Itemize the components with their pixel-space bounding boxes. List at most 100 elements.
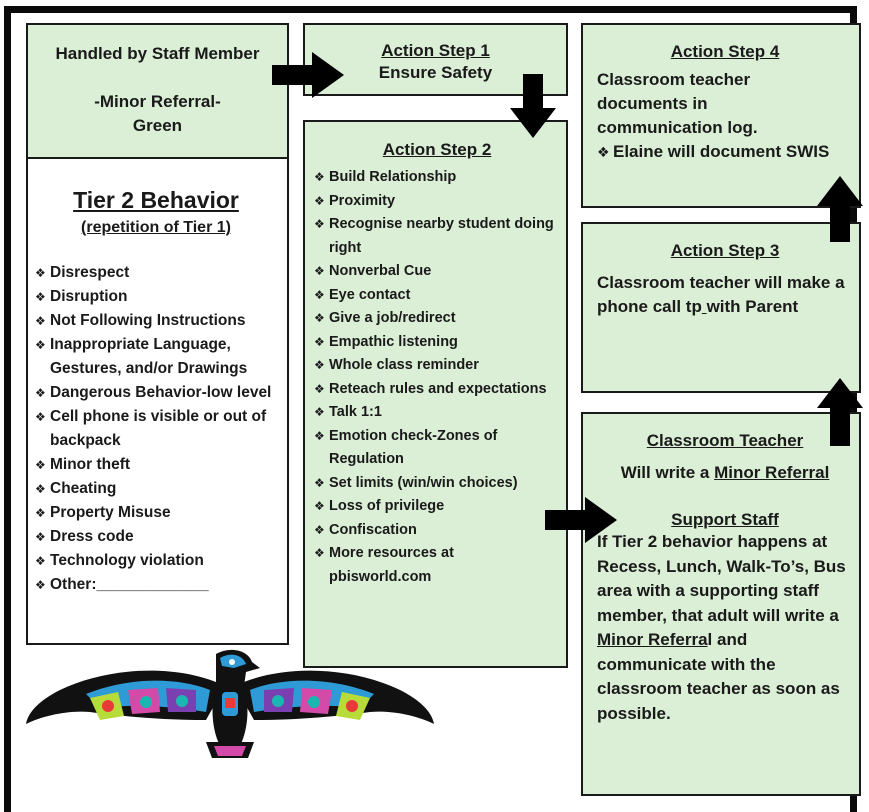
diamond-bullet-icon: ❖ [35,578,46,592]
arrow-down-icon [510,74,556,138]
arrow-up-icon [817,176,863,242]
arrow-right-icon-2 [545,497,617,543]
minor-referra-text: Minor Referra [597,630,708,649]
tier2-item-text: Dangerous Behavior-low level [50,384,272,401]
step4-text: Classroom teacher documents in communica… [597,70,758,137]
diamond-bullet-icon: ❖ [35,530,46,544]
step3-text-b: with Parent [706,297,799,316]
step2-item: ❖ Eye contact [314,284,560,308]
diamond-bullet-icon: ❖ [314,311,325,325]
diamond-bullet-icon: ❖ [35,506,46,520]
step2-item-text: Loss of privilege [329,498,445,514]
step2-item: ❖ Empathic listening [314,331,560,355]
step2-item: ❖ Loss of privilege [314,495,560,519]
staff-member-box: Handled by Staff Member -Minor Referral-… [26,23,289,159]
tier2-item: ❖ Property Misuse [35,501,277,525]
action-step-2-box: Action Step 2 ❖Build Relationship❖Proxim… [303,120,568,668]
teacher-will-write: Will write a Minor Referral [620,463,830,482]
tier2-item: ❖ Dangerous Behavior-low level [35,381,277,405]
diamond-bullet-icon: ❖ [314,428,325,443]
tier2-item: ❖ Disrespect [35,261,277,285]
diamond-bullet-icon: ❖ [35,482,46,496]
tier2-item: ❖ Minor theft [35,453,277,477]
action-step-4-box: Action Step 4 Classroom teacher document… [581,23,861,208]
diamond-bullet-icon: ❖ [314,193,325,208]
step2-item-text: Whole class reminder [329,357,479,373]
tier2-item: ❖ Technology violation [35,549,277,573]
tier2-item: ❖ Cheating [35,477,277,501]
tier2-item-text: Other:_____________ [50,576,209,593]
diamond-bullet-icon: ❖ [314,499,325,513]
diamond-bullet-icon: ❖ [35,338,46,352]
support-staff-title: Support Staff [671,510,779,529]
tier2-item-text: Cheating [50,480,117,497]
diamond-bullet-icon: ❖ [314,522,325,537]
step2-item-text: Confiscation [329,521,417,538]
tier2-item-text: Inappropriate Language, Gestures, and/or… [50,336,248,377]
diamond-bullet-icon: ❖ [35,314,46,328]
step2-item-text: Empathic listening [329,333,458,350]
tier2-item: ❖Dress code [35,525,277,549]
step2-item-text: Nonverbal Cue [329,263,432,279]
diamond-bullet-icon: ❖ [314,405,325,419]
diamond-bullet-icon: ❖ [35,458,46,472]
step2-item: ❖ Emotion check-Zones of Regulation [314,425,560,472]
step2-item-text: Build Relationship [329,169,457,185]
step2-item: ❖Recognise nearby student doing right [314,213,560,260]
step2-item-text: Eye contact [329,286,411,303]
staff-line-1: Handled by Staff Member [55,44,260,63]
tier2-subtitle: (repetition of Tier 1) [81,219,231,236]
tier2-item-text: Minor theft [50,456,131,473]
arrow-up-icon-2 [817,378,863,446]
step2-item: ❖Whole class reminder [314,354,560,378]
action-step-3-box: Action Step 3 Classroom teacher will mak… [581,222,861,393]
tier2-item: ❖ Cell phone is visible or out of backpac… [35,405,277,453]
step2-item-text: Proximity [329,192,396,209]
step2-item: ❖ Build Relationship [314,166,560,190]
step2-item-text: Emotion check-Zones of Regulation [329,427,498,468]
action-step-1-box: Action Step 1 Ensure Safety [303,23,568,96]
tier2-item: ❖ Other:_____________ [35,573,277,597]
diamond-bullet-icon: ❖ [314,334,325,349]
diamond-bullet-icon: ❖ [314,287,325,302]
tier2-item-text: Not Following Instructions [50,312,246,329]
tier2-item: ❖ Inappropriate Language, Gestures, and/o… [35,333,277,381]
step2-item: ❖Give a job/redirect [314,307,560,331]
diamond-bullet-icon: ❖ [597,144,610,160]
step2-item: ❖ Nonverbal Cue [314,260,560,284]
tier2-item-text: Cell phone is visible or out of backpack [50,408,267,449]
step4-title: Action Step 4 [670,42,780,61]
step1-title: Action Step 1 [381,41,490,60]
diamond-bullet-icon: ❖ [35,410,46,424]
tier2-item-text: Technology violation [50,552,204,569]
tier2-item-text: Property Misuse [50,504,171,521]
step3-text: Classroom teacher will make a phone call… [597,271,847,319]
diamond-bullet-icon: ❖ [314,475,325,490]
diamond-bullet-icon: ❖ [314,381,325,396]
arrow-right-icon [272,52,344,98]
step2-item: ❖ Proximity [314,190,560,214]
diamond-bullet-icon: ❖ [314,170,325,184]
diamond-bullet-icon: ❖ [314,546,325,560]
diamond-bullet-icon: ❖ [35,290,46,304]
teacher-title: Classroom Teacher [646,431,804,450]
diamond-bullet-icon: ❖ [314,264,325,278]
step2-item: ❖ Confiscation [314,519,560,543]
diamond-bullet-icon: ❖ [35,266,46,280]
tier2-item-text: Disruption [50,288,128,305]
staff-line-2: -Minor Referral- [94,92,221,111]
diamond-bullet-icon: ❖ [35,386,46,400]
tier2-list: ❖ Disrespect ❖ Disruption ❖ Not Following Ins… [35,261,277,597]
step4-bullet: ❖Elaine will document SWIS [597,140,843,164]
tier2-item-text: Disrespect [50,264,130,281]
classroom-teacher-box: Classroom Teacher Will write a Minor Ref… [581,412,861,796]
tier2-title: Tier 2 Behavior [73,187,239,213]
minor-referral-text: Minor Referral [714,463,830,482]
tier2-item: ❖ Not Following Instructions [35,309,277,333]
thunderbird-logo [26,649,434,758]
step3-text-a: Classroom teacher will make a phone call… [597,273,845,316]
step2-item: ❖More resources at pbisworld.com [314,542,560,589]
diamond-bullet-icon: ❖ [35,554,46,568]
tier2-behavior-box: Tier 2 Behavior (repetition of Tier 1) ❖… [26,157,289,645]
step1-text: Ensure Safety [378,63,493,82]
